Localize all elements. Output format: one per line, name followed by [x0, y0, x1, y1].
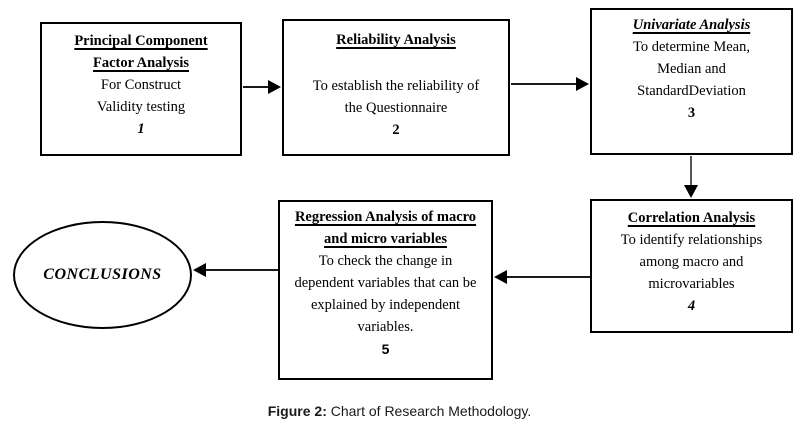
- node-body-line: variables.: [357, 319, 414, 335]
- node-title: and micro variables: [280, 228, 491, 250]
- node-body-line: For Construct: [100, 77, 182, 93]
- node-body-line: Median and: [657, 61, 726, 77]
- node-correlation-analysis: Correlation Analysis To identify relatio…: [590, 199, 793, 333]
- node-title: Reliability Analysis: [284, 29, 508, 51]
- node-principal-component-factor-analysis: Principal Component Factor Analysis For …: [40, 22, 242, 156]
- node-title-line: Regression Analysis of macro: [294, 209, 477, 225]
- node-title: Regression Analysis of macro: [280, 206, 491, 228]
- node-body-line: the Questionnaire: [344, 100, 448, 116]
- arrowhead-left-icon: [193, 263, 206, 277]
- step-number: 2: [392, 122, 400, 138]
- step-number: 1: [137, 121, 145, 137]
- figure-caption-prefix: Figure 2:: [267, 403, 327, 419]
- node-body: To identify relationships among macro an…: [592, 229, 791, 295]
- step-number: 3: [687, 105, 696, 121]
- node-body-line: To check the change in: [318, 253, 453, 269]
- conclusions-label: CONCLUSIONS: [43, 266, 162, 283]
- node-body: To establish the reliability of the Ques…: [284, 75, 508, 119]
- arrowhead-down-icon: [684, 185, 698, 198]
- node-title-line: Factor Analysis: [93, 55, 189, 71]
- node-body-line: To identify relationships: [620, 232, 763, 248]
- node-title-line: Principal Component: [74, 33, 208, 49]
- node-body-line: among macro and: [639, 254, 744, 270]
- node-conclusions-ellipse: CONCLUSIONS: [13, 221, 192, 329]
- node-body-line: To establish the reliability of: [312, 78, 480, 94]
- node-body-line: microvariables: [648, 276, 735, 292]
- node-title-line: and micro variables: [324, 231, 447, 247]
- node-body-line: explained by independent: [311, 297, 460, 313]
- arrowhead-left-icon: [494, 270, 507, 284]
- step-number: 4: [687, 298, 696, 314]
- figure-caption: Figure 2: Chart of Research Methodology.: [0, 403, 799, 419]
- node-reliability-analysis: Reliability Analysis To establish the re…: [282, 19, 510, 156]
- node-title-line: Reliability Analysis: [336, 32, 456, 48]
- node-title-line: Univariate Analysis: [632, 17, 751, 33]
- arrow-line-node1-to-node2: [243, 86, 271, 88]
- step-number: 5: [381, 341, 390, 357]
- node-title: Univariate Analysis: [592, 14, 791, 36]
- node-body: To check the change in dependent variabl…: [280, 250, 491, 338]
- node-body-line: Validity testing: [96, 99, 186, 115]
- node-body: For Construct Validity testing: [42, 74, 240, 118]
- node-body-line: To determine Mean,: [633, 39, 750, 55]
- arrow-line-node5-to-conclusions: [204, 269, 278, 271]
- arrow-line-node4-to-node5: [505, 276, 590, 278]
- figure-caption-text: Chart of Research Methodology.: [326, 403, 532, 419]
- node-univariate-analysis: Univariate Analysis To determine Mean, M…: [590, 8, 793, 155]
- arrowhead-right-icon: [576, 77, 589, 91]
- node-title: Correlation Analysis: [592, 207, 791, 229]
- node-title: Factor Analysis: [42, 52, 240, 74]
- node-title-line: Correlation Analysis: [627, 210, 756, 226]
- node-regression-analysis: Regression Analysis of macro and micro v…: [278, 200, 493, 380]
- arrowhead-right-icon: [268, 80, 281, 94]
- arrow-line-node2-to-node3: [511, 83, 578, 85]
- node-title: Principal Component: [42, 30, 240, 52]
- node-body-line: StandardDeviation: [637, 83, 746, 99]
- node-body-line: dependent variables that can be: [294, 275, 477, 291]
- node-body: To determine Mean, Median and StandardDe…: [592, 36, 791, 102]
- arrow-line-node3-to-node4: [690, 156, 692, 188]
